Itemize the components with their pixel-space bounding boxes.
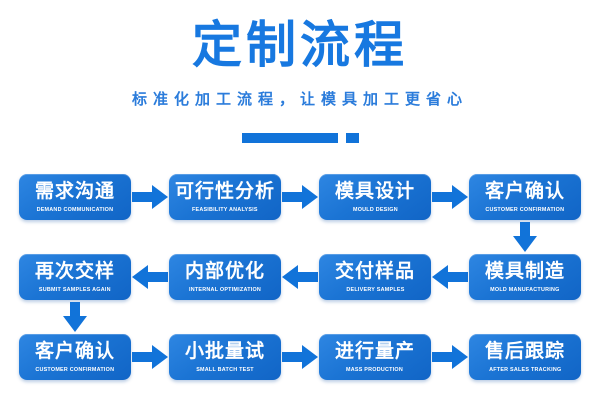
step-label-zh: 交付样品 (334, 260, 415, 282)
arrow-left-icon (281, 254, 319, 300)
step-label-zh: 需求沟通 (34, 180, 115, 202)
flow-chart: 需求沟通 DEMAND COMMUNICATION 可行性分析 FEASIBIL… (19, 174, 581, 380)
step-feasibility-analysis: 可行性分析 FEASIBILITY ANALYSIS (169, 174, 281, 220)
arrow-right-icon (281, 174, 319, 220)
step-mass-production: 进行量产 MASS PRODUCTION (319, 334, 431, 380)
step-delivery-samples: 交付样品 DELIVERY SAMPLES (319, 254, 431, 300)
step-label-en: AFTER SALES TRACKING (488, 365, 562, 372)
arrow-down-icon (19, 300, 131, 334)
step-customer-confirmation-2: 客户确认 CUSTOMER CONFIRMATION (19, 334, 131, 380)
step-label-en: DELIVERY SAMPLES (345, 285, 405, 292)
step-after-sales-tracking: 售后跟踪 AFTER SALES TRACKING (469, 334, 581, 380)
arrow-left-icon (431, 254, 469, 300)
step-label-en: SMALL BATCH TEST (196, 365, 254, 372)
arrow-right-icon (131, 174, 169, 220)
step-label-zh: 客户确认 (34, 340, 115, 362)
step-label-en: MASS PRODUCTION (346, 365, 404, 372)
step-mould-design: 模具设计 MOULD DESIGN (319, 174, 431, 220)
divider-ornament (0, 133, 600, 143)
step-label-en: SUBMIT SAMPLES AGAIN (39, 285, 111, 292)
divider-square (345, 133, 359, 143)
step-label-en: INTERNAL OPTIMIZATION (188, 285, 262, 292)
arrow-right-icon (431, 174, 469, 220)
divider-bar (241, 133, 338, 143)
step-label-en: CUSTOMER CONFIRMATION (485, 205, 565, 212)
step-label-zh: 可行性分析 (174, 180, 275, 202)
step-label-zh: 内部优化 (184, 260, 265, 282)
arrow-down-icon (469, 220, 581, 254)
step-mold-manufacturing: 模具制造 MOLD MANUFACTURING (469, 254, 581, 300)
page-subtitle: 标准化加工流程，让模具加工更省心 (131, 91, 468, 108)
arrow-right-icon (131, 334, 169, 380)
step-label-en: MOLD MANUFACTURING (490, 285, 560, 292)
step-label-zh: 模具制造 (484, 260, 565, 282)
step-submit-samples-again: 再次交样 SUBMIT SAMPLES AGAIN (19, 254, 131, 300)
step-label-zh: 进行量产 (334, 340, 415, 362)
step-label-zh: 客户确认 (484, 180, 565, 202)
step-small-batch-test: 小批量试 SMALL BATCH TEST (169, 334, 281, 380)
step-label-zh: 小批量试 (184, 340, 265, 362)
step-label-en: CUSTOMER CONFIRMATION (35, 365, 115, 372)
arrow-right-icon (281, 334, 319, 380)
step-label-zh: 售后跟踪 (484, 340, 565, 362)
step-customer-confirmation-1: 客户确认 CUSTOMER CONFIRMATION (469, 174, 581, 220)
step-label-en: FEASIBILITY ANALYSIS (192, 205, 258, 212)
arrow-left-icon (131, 254, 169, 300)
step-demand-communication: 需求沟通 DEMAND COMMUNICATION (19, 174, 131, 220)
page-title: 定制流程 (192, 17, 408, 73)
step-label-zh: 再次交样 (34, 260, 115, 282)
step-label-en: DEMAND COMMUNICATION (36, 205, 114, 212)
step-label-en: MOULD DESIGN (352, 205, 398, 212)
step-label-zh: 模具设计 (334, 180, 415, 202)
arrow-right-icon (431, 334, 469, 380)
step-internal-optimization: 内部优化 INTERNAL OPTIMIZATION (169, 254, 281, 300)
